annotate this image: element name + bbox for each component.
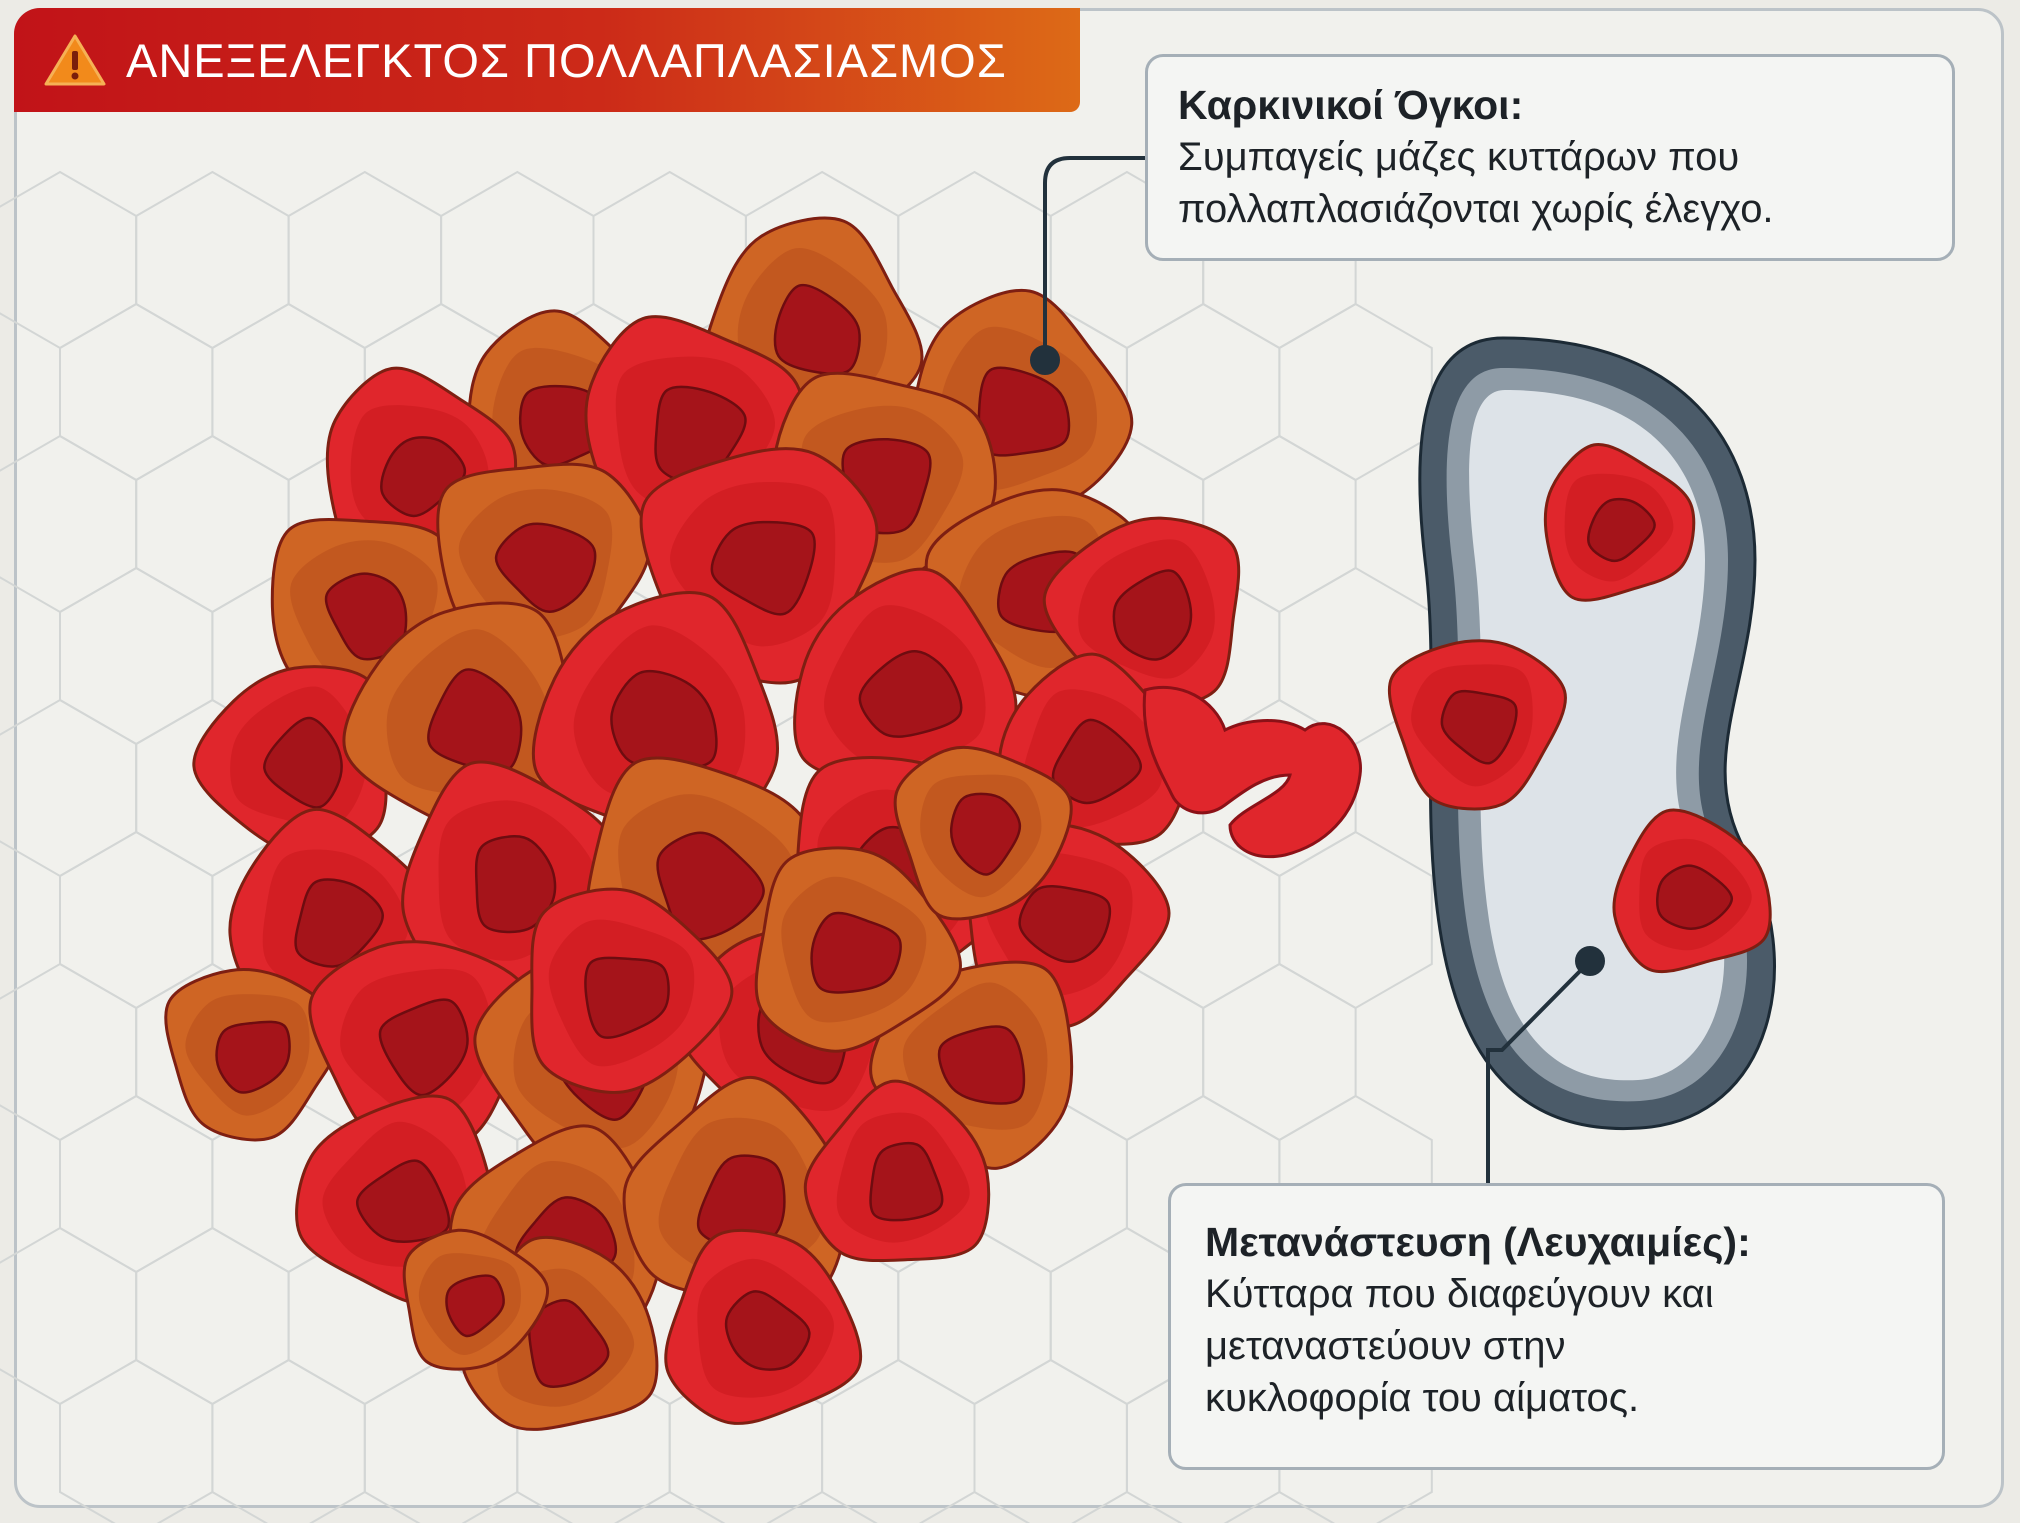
hexagon xyxy=(60,568,212,744)
tumors-title: Καρκινικοί Όγκοι: xyxy=(1178,79,1952,131)
hexagon xyxy=(975,1360,1127,1523)
migration-callout: Μετανάστευση (Λευχαιμίες): Κύτταρα που δ… xyxy=(1168,1183,1945,1470)
hexagon xyxy=(0,1228,136,1404)
hexagon xyxy=(60,832,212,1008)
hexagon xyxy=(1127,304,1280,480)
hexagon xyxy=(0,172,136,348)
migration-line-3: κυκλοφορία του αίματος. xyxy=(1205,1372,1942,1424)
hexagon xyxy=(136,1228,288,1404)
tumors-line-2: πολλαπλασιάζονται χωρίς έλεγχο. xyxy=(1178,183,1952,235)
migrating-cell-protrusion xyxy=(1144,687,1360,856)
hexagon xyxy=(0,964,136,1140)
hexagon xyxy=(0,436,136,612)
hexagon xyxy=(60,1096,212,1272)
tumor-cell-cluster xyxy=(166,218,1239,1429)
warning-icon xyxy=(44,33,106,87)
hexagon xyxy=(1203,964,1355,1140)
migration-line-1: Κύτταρα που διαφεύγουν και xyxy=(1205,1268,1942,1320)
tumors-line-1: Συμπαγείς μάζες κυττάρων που xyxy=(1178,131,1952,183)
hexagon xyxy=(60,1360,212,1523)
banner-title: ΑΝΕΞΕΛΕΓΚΤΟΣ ΠΟΛΛΑΠΛΑΣΙΑΣΜΟΣ xyxy=(126,33,1007,88)
warning-banner: ΑΝΕΞΕΛΕΓΚΤΟΣ ΠΟΛΛΑΠΛΑΣΙΑΣΜΟΣ xyxy=(14,8,1080,112)
migration-line-2: μεταναστεύουν στην xyxy=(1205,1320,1942,1372)
hexagon xyxy=(60,304,212,480)
hexagon xyxy=(289,172,442,348)
hexagon xyxy=(1279,304,1431,480)
hexagon xyxy=(1279,832,1431,1008)
hexagon xyxy=(136,172,288,348)
hexagon xyxy=(212,1360,364,1523)
migration-title: Μετανάστευση (Λευχαιμίες): xyxy=(1205,1216,1942,1268)
tumors-callout: Καρκινικοί Όγκοι: Συμπαγείς μάζες κυττάρ… xyxy=(1145,54,1955,261)
hexagon xyxy=(0,700,136,876)
hexagon xyxy=(136,436,288,612)
